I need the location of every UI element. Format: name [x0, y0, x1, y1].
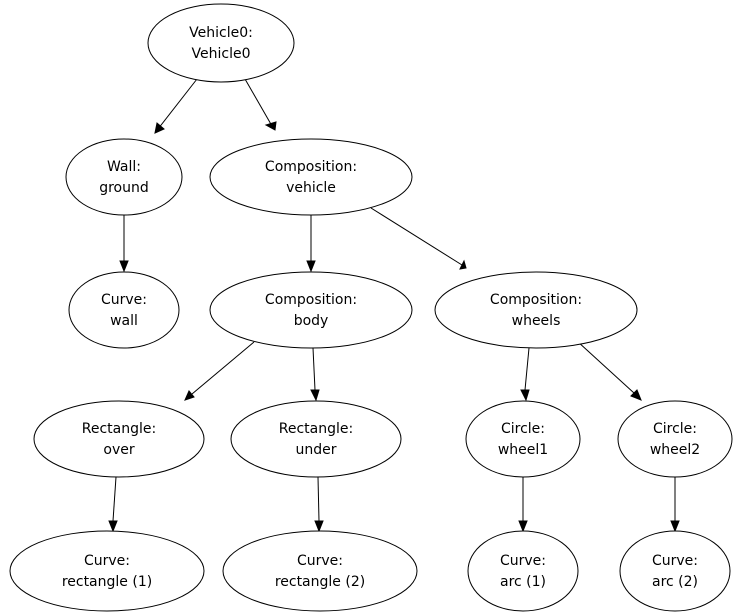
node-ellipse[interactable] [619, 530, 731, 612]
graph-node-curve_rectangle_2[interactable]: Curve: rectangle (2) [222, 530, 418, 612]
graph-node-curve_rectangle_1[interactable]: Curve: rectangle (1) [9, 530, 205, 612]
graph-edge [518, 477, 528, 533]
graph-edge [370, 207, 467, 270]
node-label-line1: Curve: [297, 553, 343, 569]
nodes-layer: Vehicle0:Vehicle0Wall:groundComposition:… [9, 3, 733, 612]
node-label-line2: wheel1 [498, 442, 548, 458]
graph-edge [576, 340, 642, 401]
edge-line [191, 341, 255, 395]
node-label-line1: Curve: [500, 553, 546, 569]
node-label-line2: body [294, 313, 329, 329]
node-label-line2: wheels [512, 313, 561, 329]
edge-arrowhead-icon [518, 520, 528, 533]
node-ellipse[interactable] [33, 400, 205, 478]
graph-node-wall_ground[interactable]: Wall: ground [65, 138, 183, 216]
node-ellipse[interactable] [65, 138, 183, 216]
edge-arrowhead-icon [264, 121, 277, 131]
node-ellipse[interactable] [68, 271, 180, 349]
node-label-line1: Circle: [501, 421, 545, 437]
graph-edge [108, 476, 118, 533]
node-label-line2: under [295, 442, 336, 458]
node-ellipse[interactable] [209, 138, 413, 216]
edge-line [576, 340, 635, 394]
graph-edge [119, 215, 129, 273]
node-ellipse[interactable] [9, 530, 205, 612]
edge-arrowhead-icon [520, 389, 530, 402]
graph-node-circle_wheel2[interactable]: Circle: wheel2 [617, 400, 733, 478]
node-label-line2: wheel2 [650, 442, 700, 458]
graph-edge [306, 215, 316, 273]
edge-line [370, 207, 463, 266]
graph-edge [154, 78, 198, 134]
edge-line [312, 347, 316, 391]
node-label-line2: arc (1) [500, 574, 546, 590]
edge-arrowhead-icon [119, 260, 129, 273]
node-ellipse[interactable] [147, 3, 295, 83]
graph-node-composition_vehicle[interactable]: Composition: vehicle [209, 138, 413, 216]
graph-node-curve_wall[interactable]: Curve: wall [68, 271, 180, 349]
graph-node-composition_body[interactable]: Composition: body [209, 271, 413, 349]
node-label-line1: Curve: [101, 292, 147, 308]
node-label-line1: Rectangle: [279, 421, 353, 437]
node-label-line2: wall [110, 313, 138, 329]
graph-node-circle_wheel1[interactable]: Circle: wheel1 [465, 400, 581, 478]
node-label-line1: Curve: [84, 553, 130, 569]
edge-arrowhead-icon [310, 389, 320, 402]
node-label-line2: Vehicle0 [192, 46, 251, 62]
node-ellipse[interactable] [465, 400, 581, 478]
node-label-line1: Composition: [265, 159, 357, 175]
node-ellipse[interactable] [467, 530, 579, 612]
edge-arrowhead-icon [184, 390, 195, 401]
graph-node-curve_arc_1[interactable]: Curve: arc (1) [467, 530, 579, 612]
edge-line [524, 347, 530, 391]
graph-edge [310, 347, 320, 402]
node-label-line2: arc (2) [652, 574, 698, 590]
graph-edge [670, 477, 680, 533]
node-label-line2: rectangle (2) [275, 574, 365, 590]
graph-edge [520, 347, 530, 402]
edge-arrowhead-icon [459, 259, 467, 270]
node-ellipse[interactable] [222, 530, 418, 612]
edge-arrowhead-icon [314, 520, 324, 533]
graph-edge [314, 476, 324, 533]
graph-edge [184, 341, 255, 401]
node-ellipse[interactable] [617, 400, 733, 478]
node-ellipse[interactable] [434, 271, 638, 349]
edge-arrowhead-icon [306, 260, 316, 273]
node-ellipse[interactable] [209, 271, 413, 349]
node-label-line1: Curve: [652, 553, 698, 569]
node-label-line2: rectangle (1) [62, 574, 152, 590]
node-label-line2: ground [99, 180, 149, 196]
edge-line [317, 476, 320, 522]
edge-arrowhead-icon [154, 122, 165, 134]
node-label-line1: Wall: [107, 159, 141, 175]
edge-arrowhead-icon [670, 520, 680, 533]
graph-node-rectangle_over[interactable]: Rectangle: over [33, 400, 205, 478]
node-label-line1: Composition: [265, 292, 357, 308]
edge-line [157, 78, 198, 130]
edge-line [112, 476, 117, 522]
graph-node-rectangle_under[interactable]: Rectangle: under [230, 400, 402, 478]
node-label-line1: Rectangle: [82, 421, 156, 437]
node-label-line2: vehicle [286, 180, 336, 196]
graph-node-composition_wheels[interactable]: Composition: wheels [434, 271, 638, 349]
node-label-line1: Circle: [653, 421, 697, 437]
node-label-line2: over [103, 442, 134, 458]
node-ellipse[interactable] [230, 400, 402, 478]
edge-line [244, 78, 273, 127]
graph-node-curve_arc_2[interactable]: Curve: arc (2) [619, 530, 731, 612]
edges-layer [108, 78, 680, 533]
graph-node-vehicle0[interactable]: Vehicle0: Vehicle0 [147, 3, 295, 83]
node-label-line1: Composition: [490, 292, 582, 308]
edge-arrowhead-icon [108, 520, 118, 533]
edge-arrowhead-icon [630, 389, 642, 401]
graph-edge [244, 78, 277, 131]
node-label-line1: Vehicle0: [189, 25, 253, 41]
